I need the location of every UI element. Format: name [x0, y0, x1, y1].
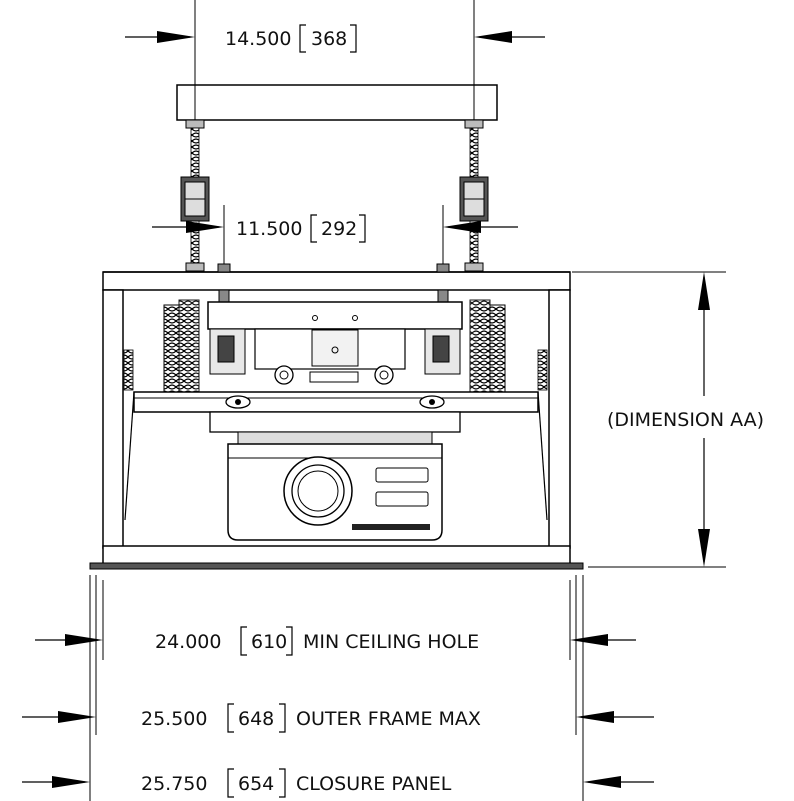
outer-frame-value: 25.500 — [141, 708, 207, 730]
bottom-extension-lines — [89, 575, 584, 801]
dimension-height: (DIMENSION AA) — [572, 271, 764, 568]
height-label: (DIMENSION AA) — [607, 409, 764, 431]
enclosure-frame — [89, 271, 584, 570]
outer-frame-metric: 648 — [238, 708, 274, 730]
inner-width-metric: 292 — [321, 218, 357, 240]
top-crossbar — [176, 84, 498, 121]
outer-frame-label: OUTER FRAME MAX — [296, 708, 481, 730]
dimension-ceiling-hole: 24.000 610 MIN CEILING HOLE — [35, 626, 636, 656]
ceiling-hole-value: 24.000 — [155, 631, 221, 653]
top-width-metric: 368 — [311, 28, 347, 50]
dimension-closure-panel: 25.750 654 CLOSURE PANEL — [22, 768, 654, 798]
ceiling-hole-metric: 610 — [251, 631, 287, 653]
projector — [227, 443, 443, 541]
ceiling-hole-label: MIN CEILING HOLE — [303, 631, 479, 653]
closure-panel-metric: 654 — [238, 773, 274, 795]
right-threaded-rod — [459, 119, 489, 274]
top-width-value: 14.500 — [225, 28, 291, 50]
closure-panel-value: 25.750 — [141, 773, 207, 795]
dimension-inner-width: 11.500 292 — [152, 205, 518, 270]
dimension-outer-frame: 25.500 648 OUTER FRAME MAX — [22, 703, 654, 733]
closure-panel-label: CLOSURE PANEL — [296, 773, 452, 795]
inner-width-value: 11.500 — [236, 218, 302, 240]
dimension-top-width: 14.500 368 — [125, 0, 545, 85]
left-threaded-rod — [180, 119, 210, 274]
